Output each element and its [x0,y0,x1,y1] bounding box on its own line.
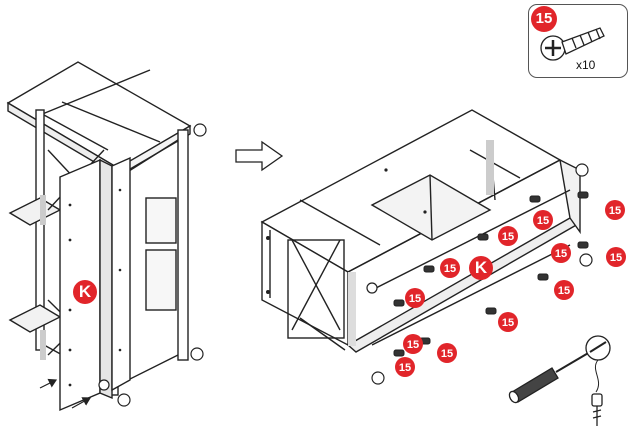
callout-circle [554,280,574,300]
callout-circle [440,258,460,278]
callout-label: 15 [409,293,421,305]
push-arrows [39,378,92,409]
callout-label: 15 [558,285,570,297]
hardware-part-number: 15 [535,10,553,27]
hardware-quantity: x10 [576,58,596,72]
part-15-callout-badge: 15 [403,334,423,354]
part-15-callout-badge: 15 [395,357,415,377]
callout-label: 15 [555,248,567,260]
callout-circle [551,243,571,263]
panel-k-label-left: K [78,282,92,301]
callout-label: 15 [407,339,419,351]
right-arrow-icon [235,140,284,172]
part-15-callout-badge: 15 [405,288,425,308]
callout-label: 15 [609,205,621,217]
side-board [111,156,131,392]
callout-label: 15 [399,362,411,374]
phillips-screw-icon [540,27,605,61]
callout-circle [605,200,625,220]
callout-circle [437,343,457,363]
part-15-callout-badge: 15 [498,226,518,246]
part-15-callout-badge: 15 [551,243,571,263]
part-15-callout-badge: 15 [554,280,574,300]
callout-circle [533,210,553,230]
callout-label: 15 [502,231,514,243]
caster-wheels-left [98,123,207,407]
part-15-callout-badge: 15 [437,343,457,363]
callout-label: 15 [610,252,622,264]
panel-k-label-right: K [474,258,488,277]
callout-circle [498,226,518,246]
phillips-screwdriver-icon [508,335,611,426]
callout-label: 15 [441,348,453,360]
part-15-callouts: 15 15 15 15 15 15 15 15 15 15 15 15 [395,200,626,377]
callout-label: 15 [537,215,549,227]
caster-wheels-right [366,163,593,385]
part-15-callout-badge: 15 [606,247,626,267]
lying-cabinet-frame [260,109,581,353]
part-15-callout-badge: 15 [605,200,625,220]
callout-label: 15 [502,317,514,329]
callout-circle [606,247,626,267]
part-15-callout-badge: 15 [533,210,553,230]
part-15-callout-badge: 15 [440,258,460,278]
callout-circle [405,288,425,308]
callout-label: 15 [444,263,456,275]
callout-circle [403,334,423,354]
screw-icons [393,191,589,357]
part-15-callout-badge: 15 [498,312,518,332]
callout-circle [395,357,415,377]
hardware-part-badge [531,6,557,32]
panel-k-badge-left [73,280,97,304]
callout-circle [498,312,518,332]
panel-k-badge-right [469,256,493,280]
